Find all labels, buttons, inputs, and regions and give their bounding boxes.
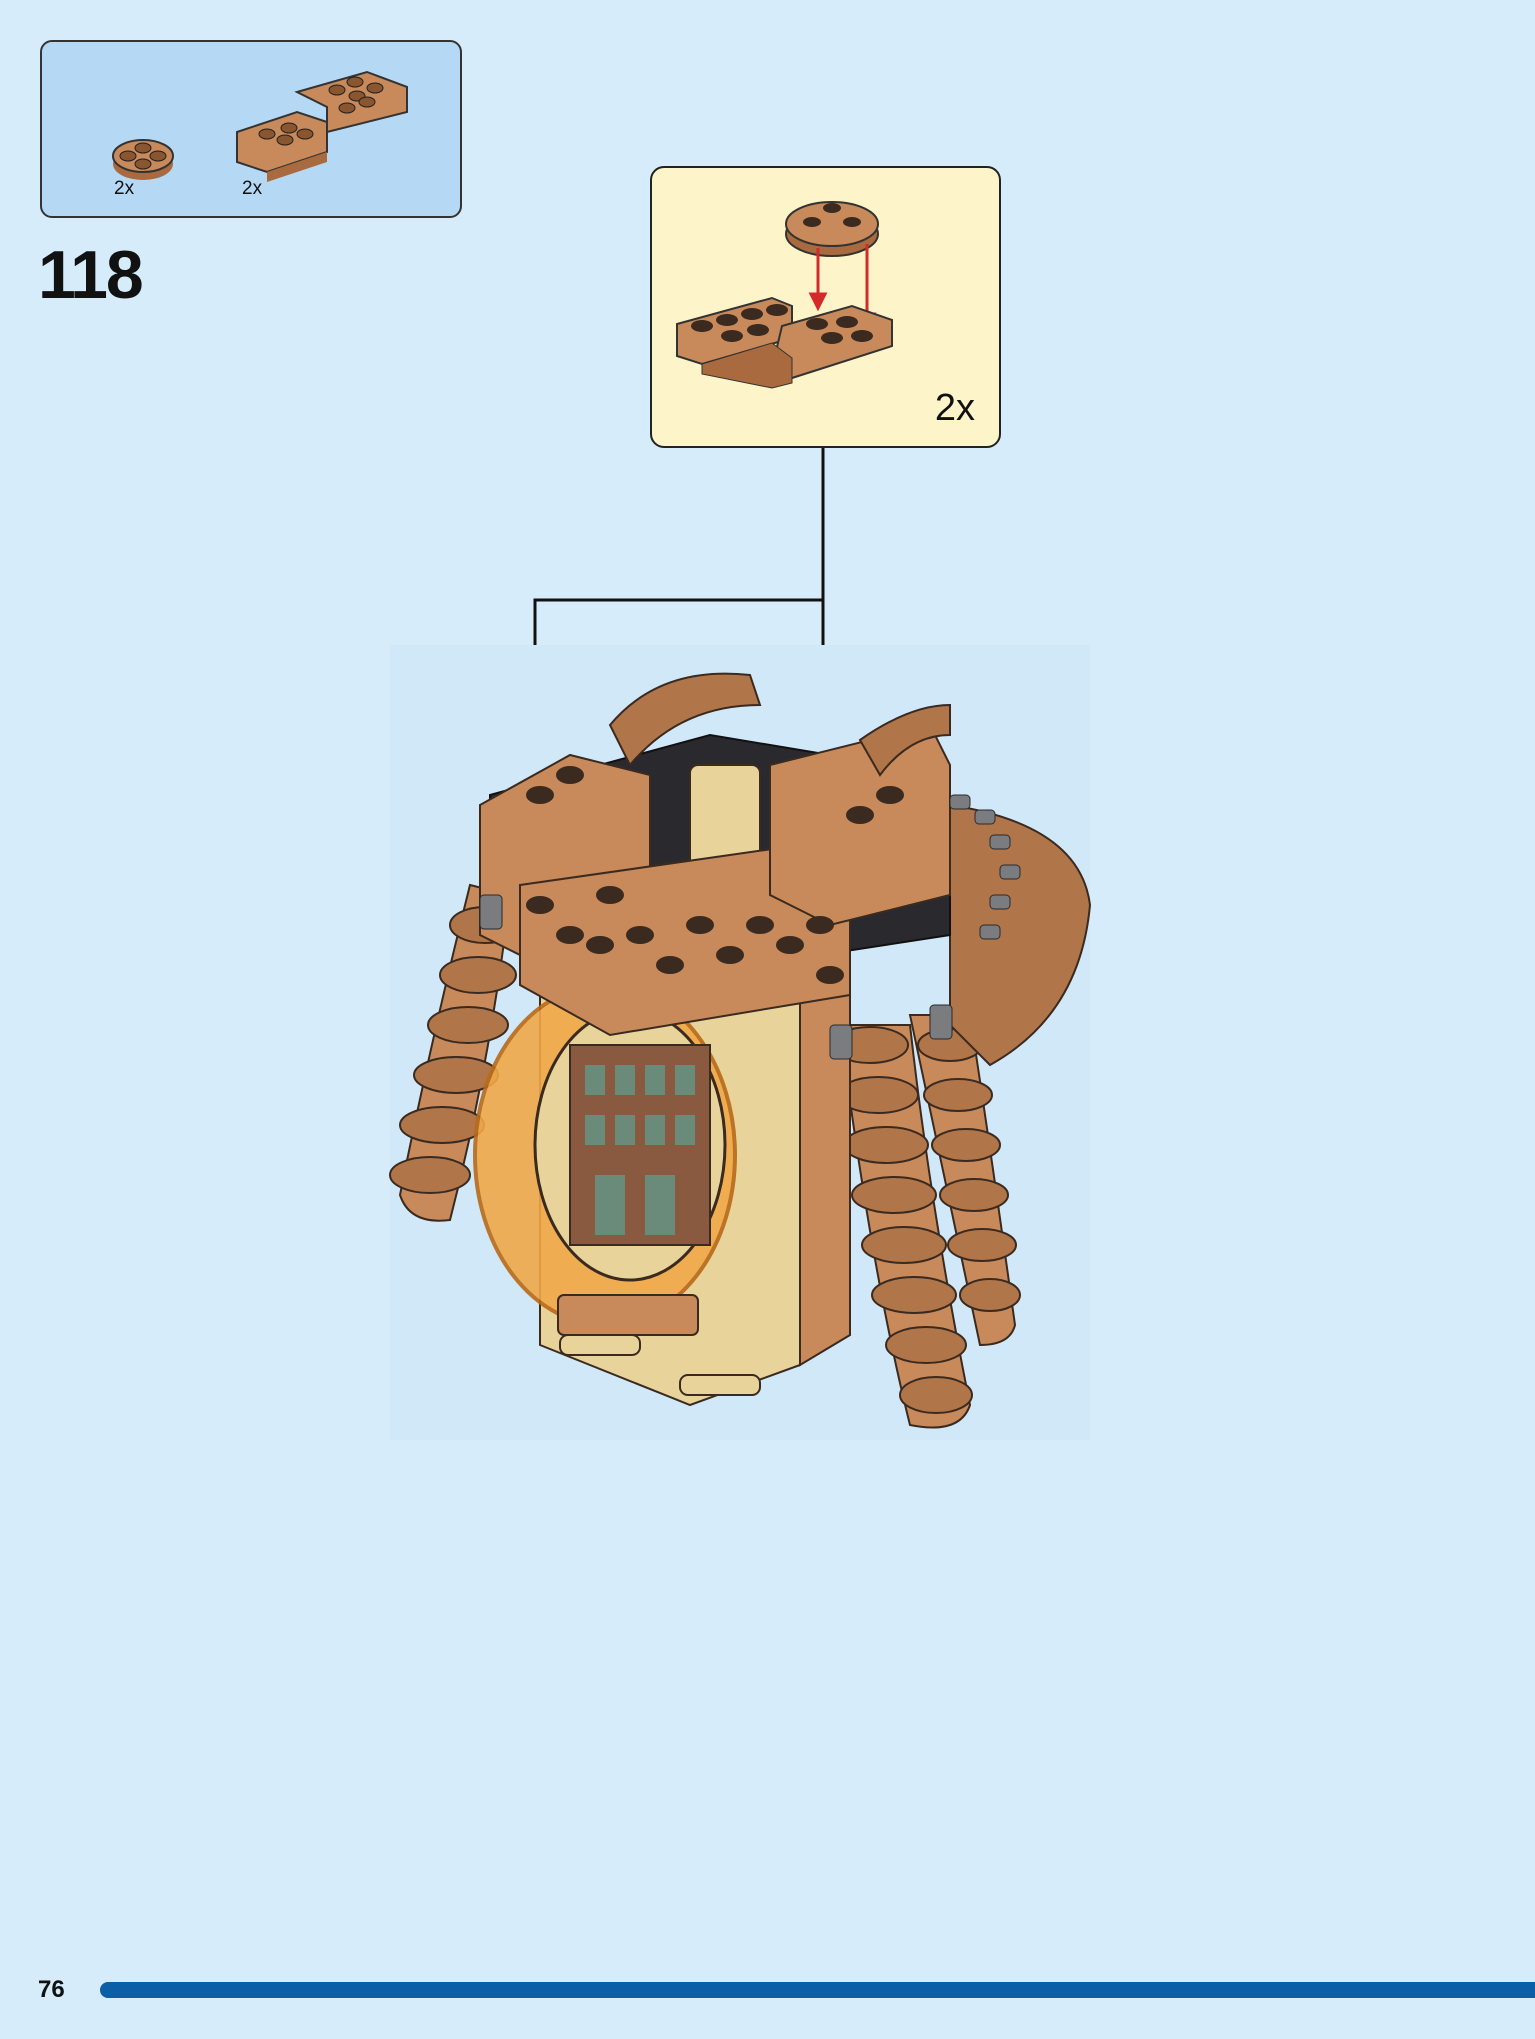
gray-chains (479, 794, 1021, 1060)
bracket-plate-icon (236, 70, 408, 182)
round-plate-icon (112, 139, 174, 180)
portal-ring (473, 983, 737, 1327)
page-number: 76 (38, 1976, 65, 2003)
callout-multiplier: 2x (934, 387, 975, 429)
part-count-round: 2x (114, 178, 135, 199)
step-number: 118 (38, 237, 144, 313)
parts-list-box: 2x 2x (40, 40, 462, 218)
model-illustration (389, 672, 1092, 1429)
progress-bar (100, 1982, 1535, 1998)
subassembly-illustration (676, 201, 893, 389)
part-count-bracket: 2x (242, 178, 263, 199)
studs (526, 766, 904, 984)
right-tentacles (831, 1014, 1021, 1429)
subassembly-callout: 2x (650, 166, 1001, 448)
assembly-area (389, 645, 1092, 1440)
feet (557, 1294, 761, 1396)
